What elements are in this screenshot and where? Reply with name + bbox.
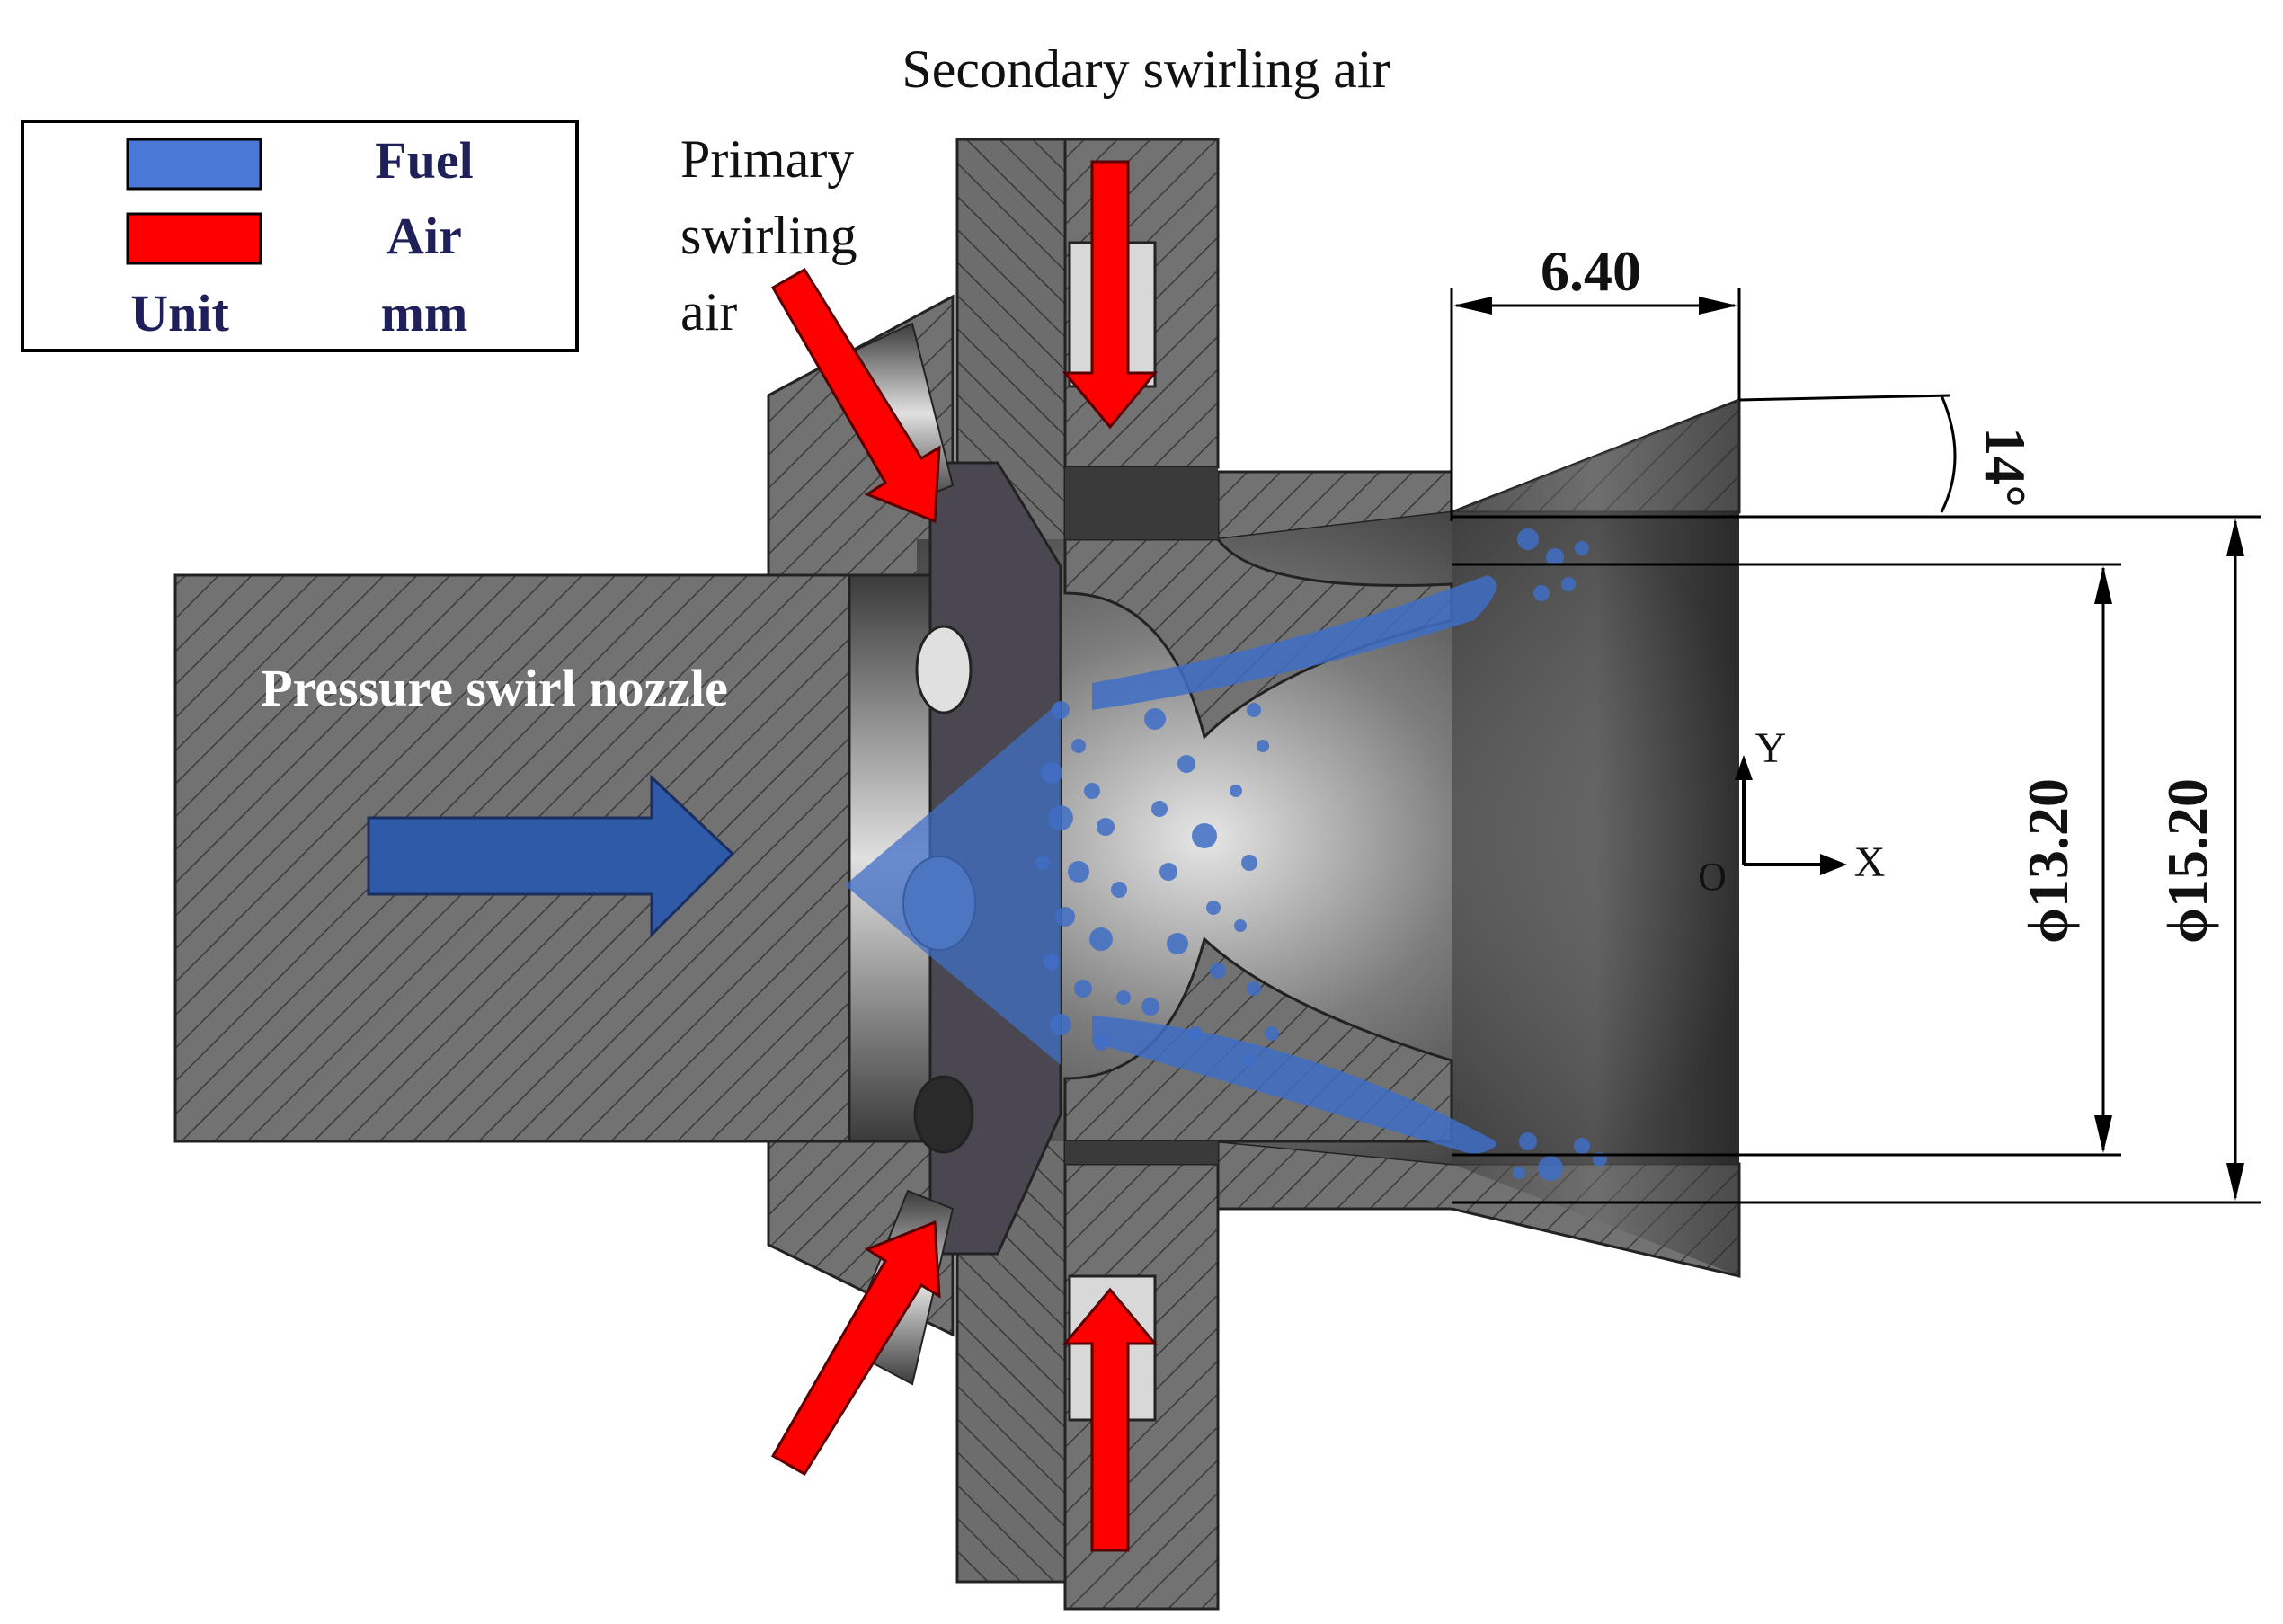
- length-arrow-left: [1453, 297, 1492, 315]
- fuel-droplet: [1151, 801, 1168, 817]
- angle-arc: [1940, 395, 1957, 513]
- legend-border: [21, 120, 579, 352]
- fuel-droplet: [1159, 863, 1177, 881]
- primary-air-arrow-top: [770, 267, 941, 524]
- fuel-spray-cone: [845, 701, 1061, 1065]
- primary-air-arrow-bottom: [770, 1220, 941, 1477]
- legend-unit-label: Unit: [130, 284, 229, 342]
- fuel-droplet: [1035, 856, 1050, 870]
- outer-diam-arrow-top: [2226, 519, 2244, 556]
- fuel-droplet: [1206, 901, 1221, 915]
- fuel-droplet: [1041, 762, 1062, 784]
- fuel-droplet: [1068, 861, 1089, 883]
- legend-air-swatch: [126, 212, 262, 265]
- flare-cone-interior: [1452, 400, 1739, 1276]
- fuel-droplet: [1044, 954, 1060, 970]
- origin-label: O: [1698, 855, 1727, 899]
- fuel-droplet: [1517, 528, 1539, 550]
- outer-diam-arrow-bottom: [2226, 1163, 2244, 1201]
- angle-ext-line: [1738, 394, 1951, 402]
- nozzle-label: Pressure swirl nozzle: [261, 659, 728, 717]
- fuel-droplet: [1116, 990, 1131, 1005]
- secondary-slot-bottom: [1065, 1141, 1218, 1164]
- fuel-inflow-arrow: [367, 774, 735, 938]
- fuel-droplet: [1093, 1034, 1109, 1051]
- fuel-droplet: [1142, 998, 1159, 1016]
- fuel-droplet: [1111, 882, 1127, 898]
- fuel-droplet: [1177, 755, 1195, 773]
- fuel-droplet: [1048, 805, 1073, 830]
- fuel-droplet: [1546, 548, 1564, 566]
- coordinate-axes: X Y O: [1698, 724, 1885, 899]
- fuel-droplets: [1035, 528, 1607, 1181]
- fuel-film-bottom: [1092, 1016, 1497, 1155]
- y-axis-label: Y: [1755, 724, 1787, 772]
- fuel-droplet: [1167, 933, 1188, 954]
- fuel-droplet: [1188, 1026, 1203, 1041]
- fuel-film-top: [1092, 575, 1497, 710]
- fuel-droplet: [1257, 740, 1269, 752]
- nozzle-hole-top: [915, 625, 973, 714]
- primary-air-label-line1: Primary: [680, 129, 854, 189]
- fuel-droplet: [1055, 907, 1075, 927]
- length-arrow-right: [1699, 297, 1737, 315]
- chamber: [843, 241, 1739, 1422]
- air-arrows: [770, 160, 1159, 1552]
- fuel-droplet: [1210, 963, 1226, 979]
- secondary-air-arrow-top: [1062, 160, 1159, 430]
- fuel-droplet: [1052, 701, 1070, 719]
- inner-diam-text: ϕ13.20: [2016, 778, 2080, 944]
- x-axis-label: X: [1854, 839, 1886, 886]
- primary-air-label-line3: air: [680, 282, 737, 342]
- fuel-droplet: [1575, 541, 1589, 555]
- legend: Fuel Air Unit mm: [21, 120, 579, 352]
- secondary-slot-top: [1065, 467, 1218, 539]
- fuel-droplet: [1074, 980, 1092, 998]
- fuel-droplet: [1561, 577, 1576, 591]
- inner-diam-arrow-bottom: [2094, 1115, 2112, 1153]
- fuel-droplet: [1234, 919, 1247, 932]
- fuel-droplet: [1533, 585, 1550, 601]
- fuel-droplet: [1230, 785, 1242, 797]
- fuel-droplet: [1089, 927, 1113, 951]
- fuel-droplet: [1574, 1138, 1590, 1154]
- fuel-droplet: [1192, 823, 1217, 848]
- legend-fuel-swatch: [126, 138, 262, 191]
- fuel-spray: [367, 528, 1607, 1181]
- secondary-air-label: Secondary swirling air: [902, 40, 1390, 99]
- dimensions: 6.40 14° ϕ13.20 ϕ15.20: [1450, 239, 2261, 1204]
- primary-air-label-line2: swirling: [680, 206, 857, 265]
- fuel-droplet: [1513, 1167, 1525, 1179]
- legend-unit-value: mm: [381, 284, 468, 342]
- legend-fuel-label: Fuel: [375, 131, 474, 190]
- secondary-air-arrow-bottom: [1062, 1287, 1159, 1552]
- fuel-droplet: [1144, 708, 1166, 730]
- fuel-droplet: [1243, 1054, 1256, 1067]
- y-axis-arrow: [1735, 755, 1753, 780]
- fuel-droplet: [1097, 818, 1115, 836]
- fuel-droplet: [1265, 1026, 1279, 1041]
- fuel-droplet: [1241, 855, 1257, 871]
- fuel-droplet: [1519, 1132, 1537, 1150]
- fuel-droplet: [1247, 981, 1261, 996]
- fuel-droplet: [1084, 783, 1100, 799]
- inner-diam-arrow-top: [2094, 566, 2112, 604]
- legend-air-label: Air: [386, 207, 462, 265]
- fuel-droplet: [1071, 739, 1086, 753]
- angle-dim-text: 14°: [1974, 427, 2038, 508]
- length-dim-text: 6.40: [1541, 239, 1641, 303]
- nozzle-hole-bottom: [913, 1075, 974, 1154]
- fuel-droplet: [1538, 1156, 1563, 1181]
- x-axis-arrow: [1820, 854, 1847, 875]
- fuel-droplet: [1247, 703, 1261, 717]
- outer-diam-text: ϕ15.20: [2155, 778, 2219, 944]
- fuel-droplet: [1050, 1014, 1071, 1035]
